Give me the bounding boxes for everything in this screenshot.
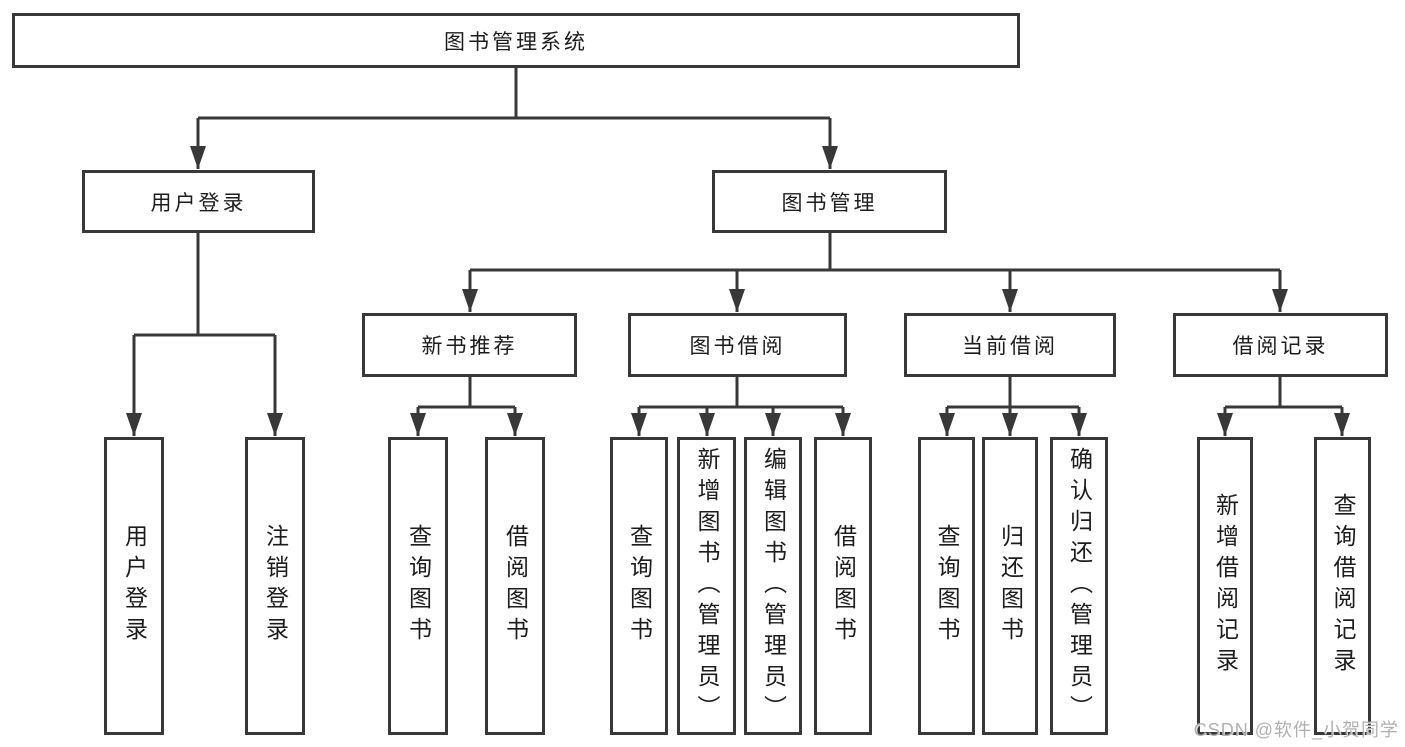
leaf-records-add-record: 新增借阅记录 (1197, 437, 1253, 735)
leaf-user-login: 用户登录 (104, 437, 164, 735)
leaf-borrow-edit-books-admin: 编辑图书（管理员） (744, 437, 802, 735)
connector-recommend-branch (410, 377, 523, 436)
leaf-current-query-books: 查询图书 (918, 437, 975, 735)
connector-book-management-branch (462, 233, 1288, 312)
node-book-management: 图书管理 (712, 170, 947, 233)
leaf-borrow-query-books: 查询图书 (610, 437, 668, 735)
node-current-borrow: 当前借阅 (904, 313, 1116, 377)
leaf-borrow-borrow-books: 借阅图书 (814, 437, 872, 735)
connector-user-login-branch (126, 233, 283, 436)
connector-records-branch (1217, 377, 1350, 436)
leaf-borrow-add-books-admin: 新增图书（管理员） (677, 437, 736, 735)
leaf-recommend-borrow-books: 借阅图书 (485, 437, 545, 735)
node-borrow-records: 借阅记录 (1173, 313, 1388, 377)
node-user-login: 用户登录 (82, 170, 315, 233)
connector-borrow-branch (631, 377, 851, 436)
csdn-watermark: CSDN @软件_小贺同学 (1193, 720, 1399, 740)
node-system-title: 图书管理系统 (12, 13, 1020, 68)
connector-root-to-level2 (190, 68, 838, 169)
leaf-current-confirm-return-admin: 确认归还（管理员） (1050, 437, 1108, 735)
leaf-logout: 注销登录 (245, 437, 305, 735)
leaf-records-query-record: 查询借阅记录 (1314, 437, 1371, 735)
node-book-borrow: 图书借阅 (628, 313, 847, 377)
node-new-book-recommend: 新书推荐 (362, 313, 577, 377)
leaf-current-return-books: 归还图书 (982, 437, 1038, 735)
leaf-recommend-query-books: 查询图书 (388, 437, 448, 735)
connector-current-branch (939, 377, 1087, 436)
